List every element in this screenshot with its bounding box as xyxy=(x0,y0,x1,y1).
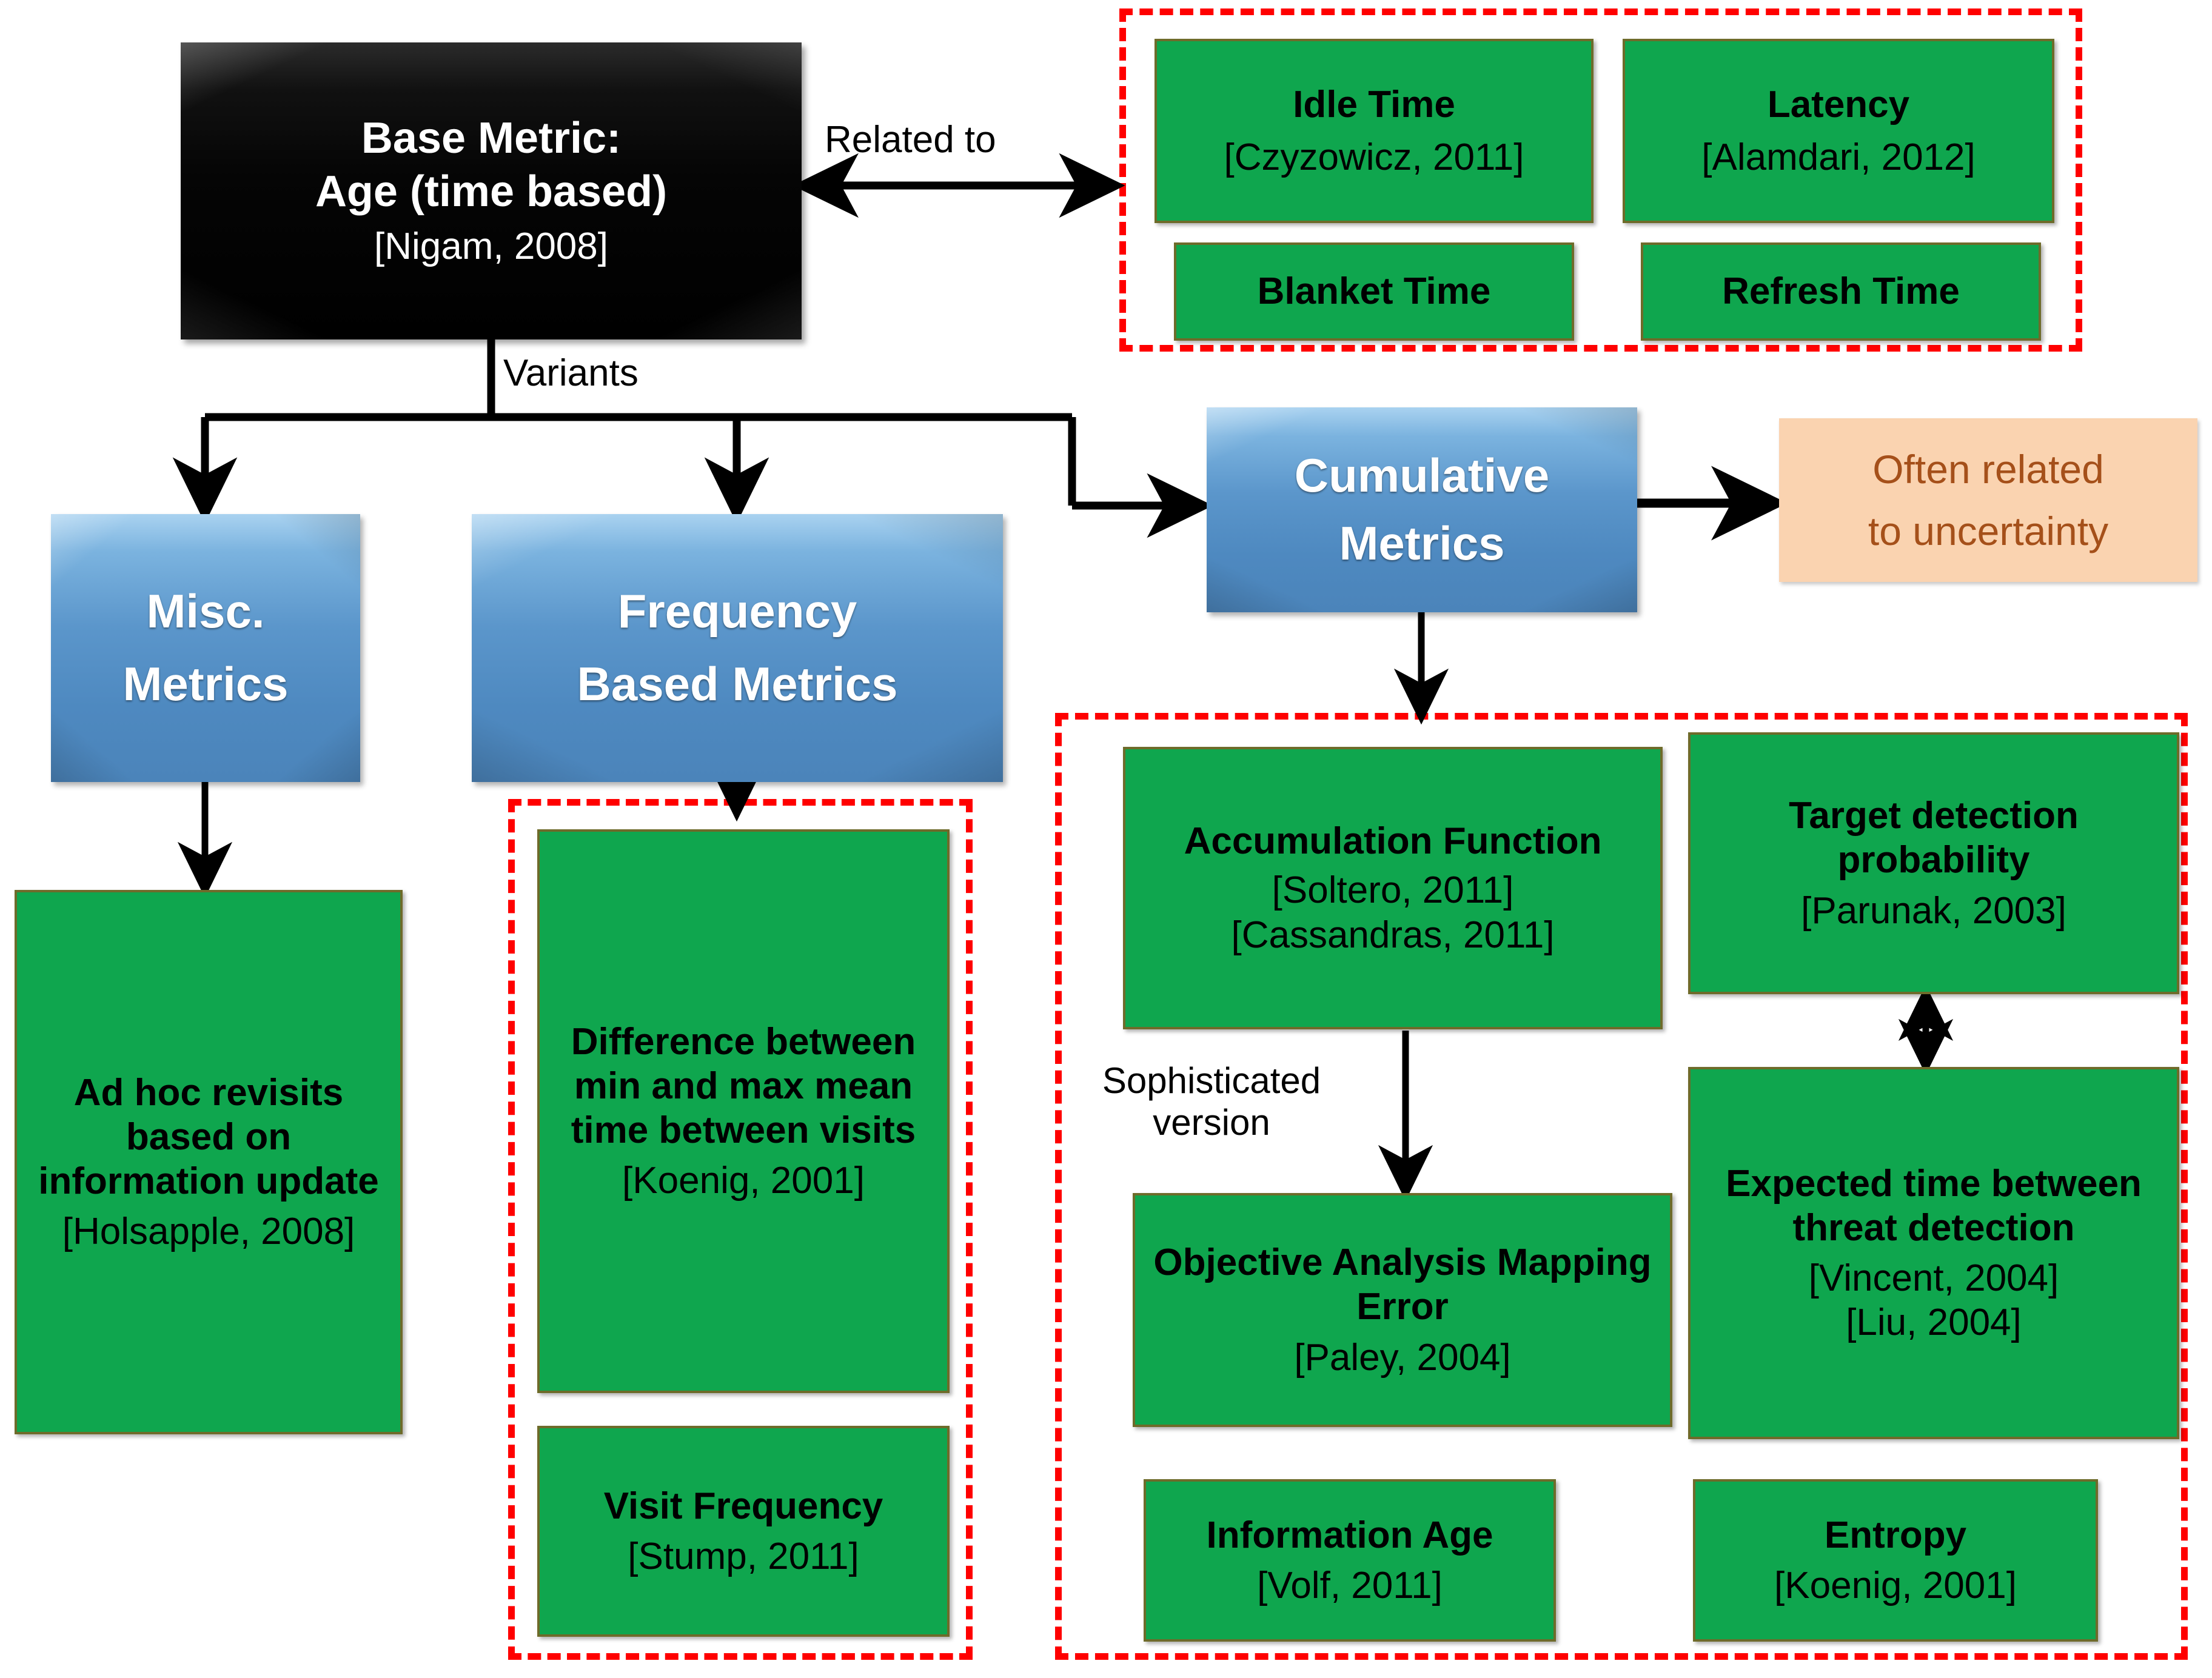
node-uncertainty-note: Often related to uncertainty xyxy=(1779,418,2197,582)
expected-time-citation-2: [Liu, 2004] xyxy=(1846,1302,2022,1344)
ad-hoc-revisits-title: Ad hoc revisits based on information upd… xyxy=(38,1071,379,1202)
node-target-detection-probability[interactable]: Target detection probability [Parunak, 2… xyxy=(1688,732,2179,994)
visit-frequency-citation: [Stump, 2011] xyxy=(628,1536,859,1577)
node-expected-time-between-threat-detection[interactable]: Expected time between threat detection [… xyxy=(1688,1067,2179,1439)
entropy-title: Entropy xyxy=(1824,1514,1967,1556)
node-cumulative-metrics[interactable]: Cumulative Metrics xyxy=(1207,407,1637,612)
entropy-citation: [Koenig, 2001] xyxy=(1774,1565,2017,1606)
node-entropy[interactable]: Entropy [Koenig, 2001] xyxy=(1693,1479,2098,1642)
edge-label-related-to: Related to xyxy=(825,119,996,161)
target-detection-probability-citation: [Parunak, 2003] xyxy=(1801,889,2066,932)
blanket-time-title: Blanket Time xyxy=(1257,270,1491,313)
frequency-metrics-line1: Frequency xyxy=(617,584,857,638)
edge-label-sophisticated-version: Sophisticated version xyxy=(1078,1060,1345,1143)
accumulation-function-title: Accumulation Function xyxy=(1184,820,1602,863)
expected-time-citation-1: [Vincent, 2004] xyxy=(1808,1257,2059,1299)
ad-hoc-revisits-citation: [Holsapple, 2008] xyxy=(62,1211,355,1253)
node-objective-analysis-mapping-error[interactable]: Objective Analysis Mapping Error [Paley,… xyxy=(1133,1193,1672,1427)
cumulative-metrics-line1: Cumulative xyxy=(1294,449,1550,503)
frequency-metrics-line2: Based Metrics xyxy=(577,657,898,710)
sophisticated-line1: Sophisticated xyxy=(1102,1060,1321,1101)
idle-time-title: Idle Time xyxy=(1293,83,1455,125)
node-idle-time[interactable]: Idle Time [Czyzowicz, 2011] xyxy=(1155,39,1594,223)
cumulative-metrics-line2: Metrics xyxy=(1339,516,1505,570)
node-frequency-based-metrics[interactable]: Frequency Based Metrics xyxy=(472,514,1003,782)
base-metric-title-line1: Base Metric: xyxy=(361,114,622,163)
misc-metrics-line1: Misc. xyxy=(146,584,265,638)
node-accumulation-function[interactable]: Accumulation Function [Soltero, 2011] [C… xyxy=(1123,747,1663,1029)
node-misc-metrics[interactable]: Misc. Metrics xyxy=(51,514,360,782)
node-difference-min-max[interactable]: Difference between min and max mean time… xyxy=(537,829,950,1393)
edge-label-variants: Variants xyxy=(503,352,638,394)
node-base-metric[interactable]: Base Metric: Age (time based) [Nigam, 20… xyxy=(181,42,802,339)
idle-time-citation: [Czyzowicz, 2011] xyxy=(1224,136,1524,178)
base-metric-title-line2: Age (time based) xyxy=(315,167,668,216)
dashed-group-cumulative xyxy=(1055,713,2188,1660)
refresh-time-title: Refresh Time xyxy=(1722,270,1960,313)
difference-min-max-citation: [Koenig, 2001] xyxy=(622,1160,865,1202)
sophisticated-line2: version xyxy=(1153,1102,1270,1143)
expected-time-title: Expected time between threat detection xyxy=(1726,1162,2142,1249)
node-ad-hoc-revisits[interactable]: Ad hoc revisits based on information upd… xyxy=(15,890,403,1434)
node-information-age[interactable]: Information Age [Volf, 2011] xyxy=(1144,1479,1556,1642)
information-age-citation: [Volf, 2011] xyxy=(1257,1565,1443,1606)
node-visit-frequency[interactable]: Visit Frequency [Stump, 2011] xyxy=(537,1426,950,1637)
uncertainty-note-line1: Often related xyxy=(1872,446,2104,492)
objective-analysis-mapping-error-title: Objective Analysis Mapping Error xyxy=(1153,1242,1652,1328)
node-latency[interactable]: Latency [Alamdari, 2012] xyxy=(1623,39,2054,223)
latency-citation: [Alamdari, 2012] xyxy=(1701,136,1976,178)
base-metric-citation: [Nigam, 2008] xyxy=(374,226,608,268)
visit-frequency-title: Visit Frequency xyxy=(603,1485,883,1527)
information-age-title: Information Age xyxy=(1206,1514,1493,1556)
difference-min-max-title: Difference between min and max mean time… xyxy=(571,1020,916,1151)
uncertainty-note-line2: to uncertainty xyxy=(1868,509,2109,553)
accumulation-function-citation-1: [Soltero, 2011] xyxy=(1272,869,1514,912)
node-refresh-time[interactable]: Refresh Time xyxy=(1641,242,2041,341)
latency-title: Latency xyxy=(1767,83,1910,125)
objective-analysis-mapping-error-citation: [Paley, 2004] xyxy=(1294,1336,1511,1379)
node-blanket-time[interactable]: Blanket Time xyxy=(1174,242,1574,341)
accumulation-function-citation-2: [Cassandras, 2011] xyxy=(1231,914,1555,956)
misc-metrics-line2: Metrics xyxy=(122,657,289,710)
target-detection-probability-title: Target detection probability xyxy=(1789,795,2079,881)
